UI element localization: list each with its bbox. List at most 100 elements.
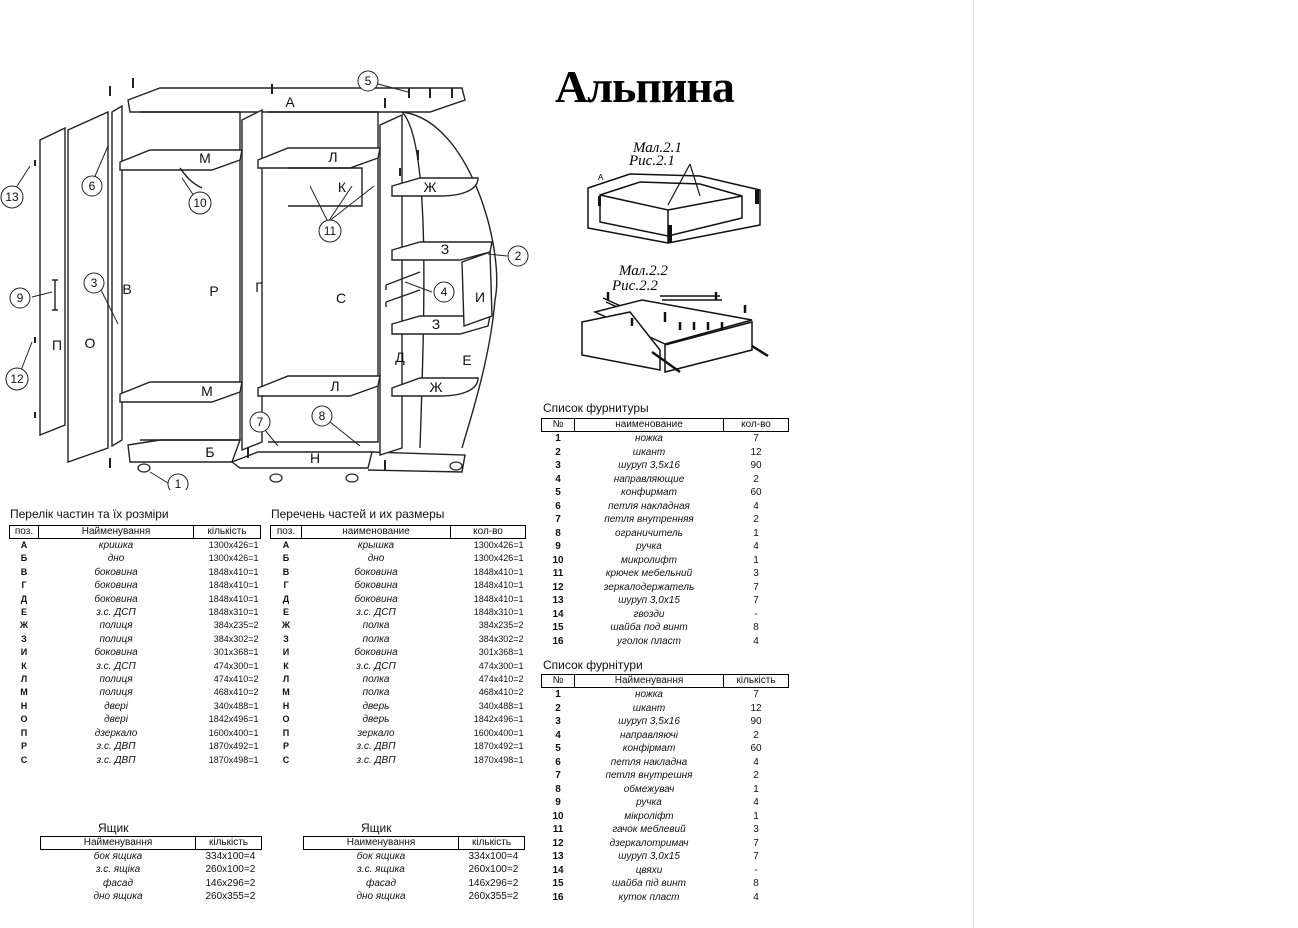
- table-cell: крышка: [357, 540, 395, 551]
- table-cell: 14: [552, 864, 564, 876]
- table-cell: ручка: [636, 797, 662, 808]
- part-label: Б: [205, 444, 214, 460]
- table-cell: Н: [20, 700, 28, 711]
- table-cell: Д: [282, 593, 290, 604]
- svg-text:11: 11: [324, 224, 337, 238]
- table-cell: 1: [753, 783, 759, 795]
- table-cell: 1300х426=1: [208, 540, 259, 550]
- table-cell: з.с. ДСП: [356, 660, 396, 672]
- table-cell: Б: [282, 553, 290, 564]
- col-header: наименование: [301, 525, 451, 539]
- fig2-caption-ru: Рис.2.2: [611, 278, 658, 294]
- part-label: М: [201, 383, 213, 399]
- table-cell: 146х296=2: [468, 877, 519, 889]
- table-cell: Е: [20, 607, 27, 618]
- table-cell: 3: [753, 568, 759, 579]
- table-cell: Г: [283, 580, 289, 591]
- callout-10: 10: [188, 191, 212, 215]
- part-label: Ж: [424, 179, 437, 195]
- table-cell: 12: [552, 581, 564, 593]
- callout-4: 4: [433, 281, 455, 303]
- table-cell: з.с. ДСП: [96, 660, 136, 672]
- table-cell: 384х235=2: [213, 620, 259, 631]
- table-cell: Р: [20, 741, 27, 752]
- table-cell: Г: [21, 580, 27, 591]
- table-cell: 2: [753, 770, 759, 781]
- table-cell: 8: [555, 783, 561, 795]
- table-cell: К: [21, 660, 27, 671]
- table-cell: 1: [753, 810, 759, 822]
- part-label: П: [52, 337, 62, 353]
- hardware-ua-caption: Список фурнітури: [543, 658, 643, 672]
- table-cell: полиця: [99, 674, 133, 686]
- table-cell: 90: [750, 716, 762, 727]
- table-cell: дзеркало: [94, 727, 138, 739]
- table-cell: конфирмат: [621, 487, 677, 498]
- part-label: В: [122, 281, 131, 297]
- table-cell: з.с. ДВП: [356, 741, 396, 753]
- table-cell: дверь: [362, 700, 390, 712]
- table-cell: М: [282, 687, 290, 698]
- table-cell: полка: [362, 633, 390, 645]
- table-cell: дно ящика: [93, 891, 143, 903]
- callout-7: 7: [249, 411, 271, 433]
- table-cell: -: [754, 864, 758, 876]
- part-label: О: [85, 335, 96, 351]
- table-cell: 14: [552, 608, 564, 620]
- table-cell: полка: [362, 674, 390, 686]
- table-cell: 2: [555, 702, 561, 714]
- table-cell: 1848х310=1: [473, 607, 524, 618]
- table-cell: 60: [750, 743, 762, 754]
- table-cell: шуруп 3,5х16: [618, 716, 680, 727]
- page-title: Альпина: [555, 61, 735, 112]
- table-cell: 4: [753, 891, 759, 903]
- table-cell: В: [20, 566, 28, 577]
- table-cell: Е: [282, 607, 289, 618]
- callout-5: 5: [357, 70, 379, 92]
- table-cell: 1848х410=1: [208, 593, 259, 604]
- table-cell: дно: [367, 553, 385, 565]
- part-label: Р: [209, 283, 218, 299]
- callout-9: 9: [9, 287, 31, 309]
- table-cell: полиця: [99, 633, 133, 645]
- callout-13: 13: [0, 185, 24, 209]
- svg-text:3: 3: [91, 276, 98, 290]
- table-cell: 474х410=2: [213, 674, 259, 685]
- table-cell: 4: [555, 729, 561, 741]
- table-cell: 9: [555, 797, 561, 808]
- table-cell: 260х100=2: [468, 864, 519, 876]
- table-cell: ножка: [634, 689, 663, 700]
- table-cell: 1848х410=1: [208, 580, 259, 591]
- part-label: Г: [255, 279, 263, 295]
- table-cell: 13: [552, 595, 564, 606]
- table-cell: шайба під винт: [611, 878, 687, 889]
- col-header: Найменування: [574, 674, 724, 688]
- table-cell: 1: [555, 433, 561, 444]
- table-cell: мікроліфт: [624, 810, 674, 822]
- table-cell: 7: [753, 837, 759, 849]
- table-cell: петля внутрешня: [605, 770, 693, 781]
- svg-text:10: 10: [193, 196, 207, 210]
- table-cell: П: [282, 727, 290, 738]
- svg-text:13: 13: [5, 190, 19, 204]
- part-label: Е: [462, 352, 471, 368]
- table-cell: -: [754, 608, 758, 620]
- table-cell: 2: [753, 514, 759, 525]
